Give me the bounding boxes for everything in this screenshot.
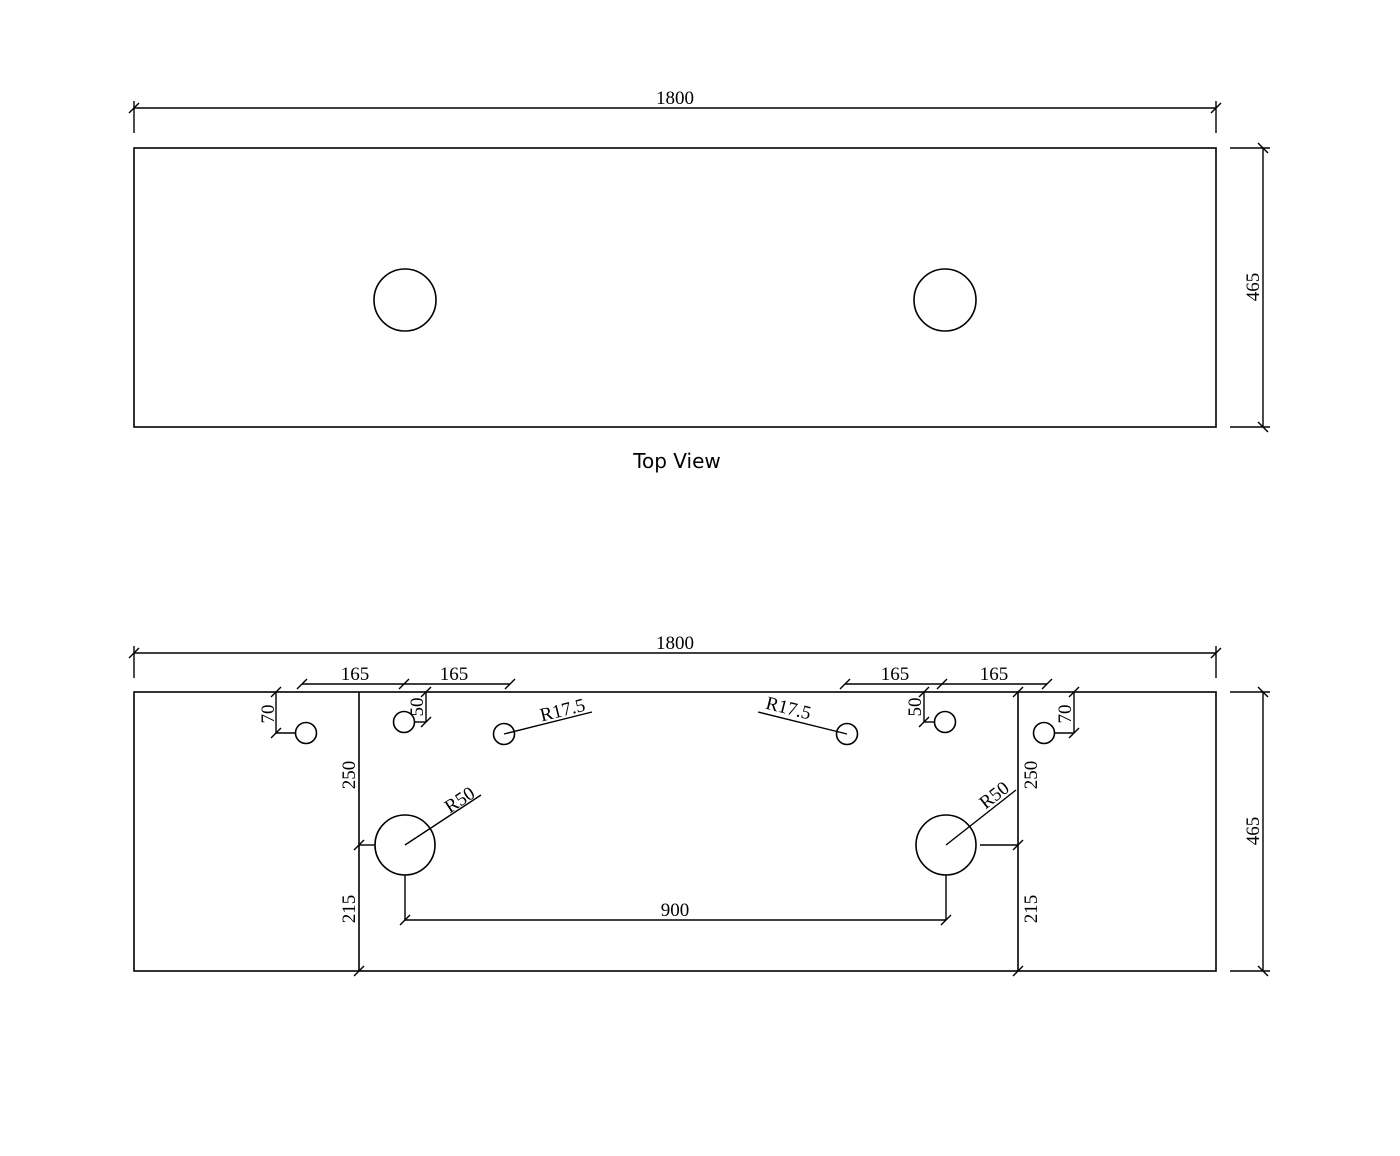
- right-hole-offset-50-label: 50: [905, 698, 926, 717]
- right-offset-b-label: 165: [980, 664, 1009, 685]
- bottom-view-outline: [133, 691, 1217, 972]
- left-dim-215-label: 215: [339, 895, 360, 924]
- left-tap-radius-label: R17.5: [538, 695, 588, 726]
- top-view-depth-label: 465: [1243, 273, 1264, 302]
- right-tap-hole: [835, 722, 859, 746]
- bottom-view-depth-dimension: 465: [1230, 686, 1270, 977]
- top-view-width-label: 1800: [656, 88, 694, 109]
- top-view-caption: Top View: [632, 449, 721, 473]
- bottom-view-width-dimension: 1800: [128, 633, 1222, 678]
- left-fixtures: 165 165 70 50 R17.5 R50 250: [258, 664, 593, 977]
- left-hole-offset-70-label: 70: [258, 705, 279, 724]
- left-offset-b-label: 165: [440, 664, 469, 685]
- left-hole-offset-50-label: 50: [407, 698, 428, 717]
- top-view-outline: [133, 147, 1217, 428]
- bottom-view-depth-label: 465: [1243, 817, 1264, 846]
- right-basin-radius-label: R50: [976, 778, 1014, 814]
- right-hole-outer: [1032, 721, 1056, 745]
- left-dim-250-label: 250: [339, 761, 360, 790]
- right-offset-a-label: 165: [881, 664, 910, 685]
- basin-centres-dimension: 900: [399, 875, 952, 926]
- top-view-basin-hole-right: [913, 268, 977, 332]
- top-view: 1800 465 Top View: [128, 88, 1270, 473]
- left-basin-radius-label: R50: [441, 783, 479, 818]
- basin-centres-label: 900: [661, 900, 690, 921]
- right-hole-offset-70-label: 70: [1055, 705, 1076, 724]
- left-offset-a-label: 165: [341, 664, 370, 685]
- top-view-width-dimension: 1800: [128, 88, 1222, 133]
- right-fixtures: 165 165 50 70 R17.5 R50 25: [757, 664, 1080, 977]
- bottom-view-width-label: 1800: [656, 633, 694, 654]
- right-hole-inner: [933, 710, 957, 734]
- left-hole-inner: [392, 710, 416, 734]
- left-hole-outer: [294, 721, 318, 745]
- right-dim-250-label: 250: [1021, 761, 1042, 790]
- top-view-depth-dimension: 465: [1230, 142, 1270, 433]
- left-tap-hole: [492, 722, 516, 746]
- right-dim-215-label: 215: [1021, 895, 1042, 924]
- bottom-view: 1800 465 165 165: [128, 633, 1270, 977]
- top-view-basin-hole-left: [373, 268, 437, 332]
